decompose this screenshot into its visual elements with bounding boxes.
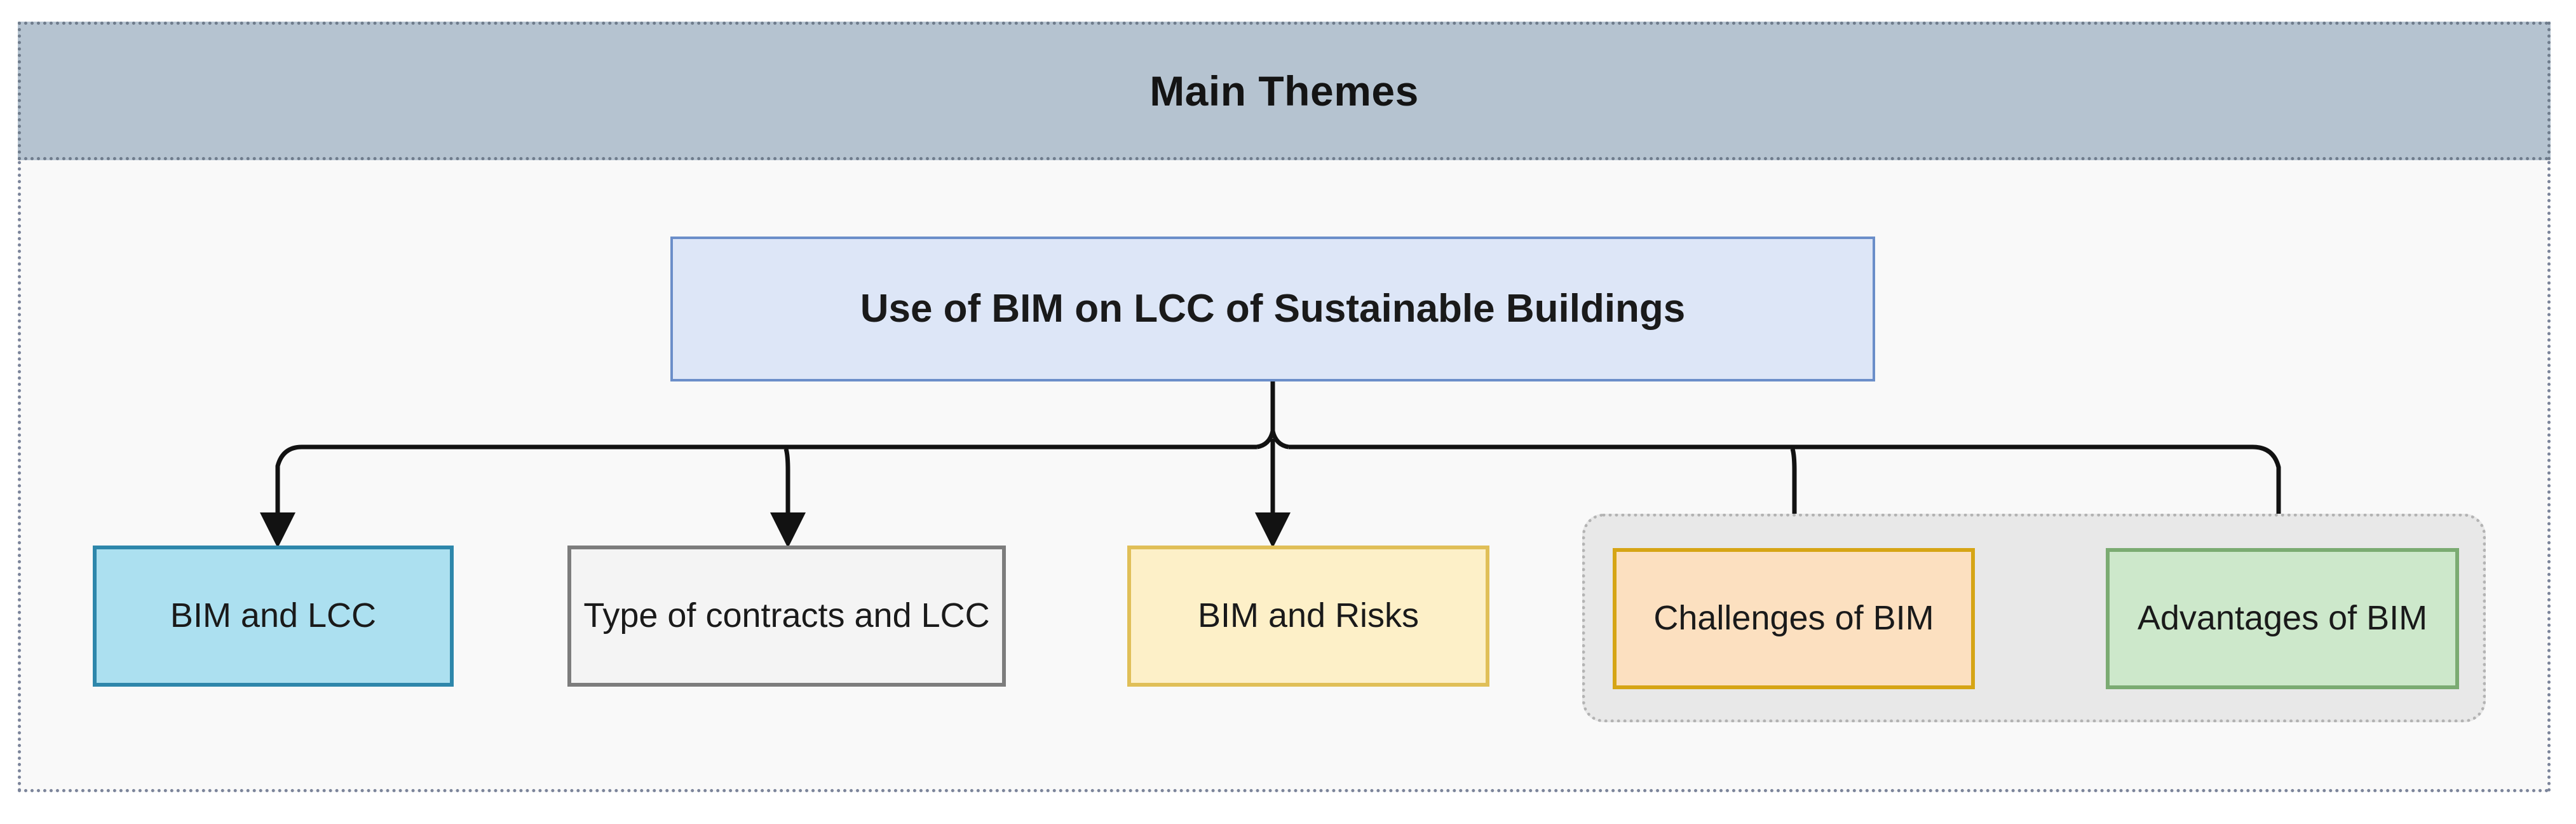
- page-title: Main Themes: [1149, 67, 1419, 114]
- node-root-label: Use of BIM on LCC of Sustainable Buildin…: [860, 287, 1686, 331]
- node-bim-and-risks[interactable]: BIM and Risks: [1127, 546, 1489, 687]
- node-advantages-of-bim-label: Advantages of BIM: [2137, 599, 2428, 638]
- node-root-use-of-bim[interactable]: Use of BIM on LCC of Sustainable Buildin…: [670, 237, 1875, 381]
- node-advantages-of-bim[interactable]: Advantages of BIM: [2106, 548, 2459, 689]
- node-type-of-contracts-and-lcc-label: Type of contracts and LCC: [583, 596, 990, 635]
- node-bim-and-lcc-label: BIM and LCC: [170, 596, 377, 635]
- node-challenges-of-bim[interactable]: Challenges of BIM: [1613, 548, 1975, 689]
- node-challenges-of-bim-label: Challenges of BIM: [1653, 599, 1934, 638]
- node-type-of-contracts-and-lcc[interactable]: Type of contracts and LCC: [567, 546, 1006, 687]
- main-themes-header: Main Themes: [18, 22, 2551, 160]
- node-bim-and-risks-label: BIM and Risks: [1197, 596, 1420, 635]
- node-bim-and-lcc[interactable]: BIM and LCC: [93, 546, 454, 687]
